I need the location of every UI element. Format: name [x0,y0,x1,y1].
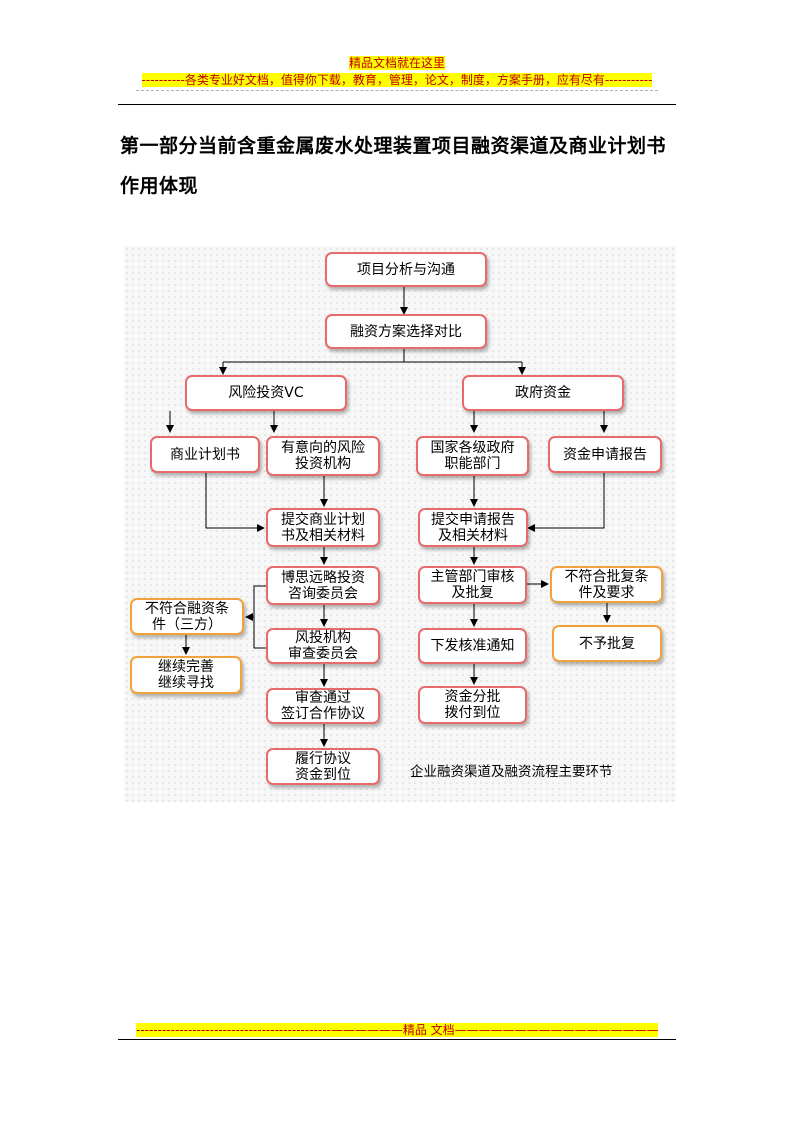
node-venture-capital: 风险投资VC [185,375,347,411]
node-interested-institutions: 有意向的风险 投资机构 [266,436,380,476]
node-funds-disbursed: 资金分批 拨付到位 [418,686,527,724]
flowchart-caption: 企业融资渠道及融资流程主要环节 [410,764,613,780]
header-rule [118,104,676,105]
node-vc-review-committee: 风投机构 审查委员会 [266,628,380,664]
node-submit-business-plan: 提交商业计划 书及相关材料 [266,508,380,547]
node-financing-compare: 融资方案选择对比 [325,314,487,349]
node-dept-review: 主管部门审核 及批复 [418,566,527,604]
node-submit-report: 提交申请报告 及相关材料 [418,508,528,547]
node-sign-agreement: 审查通过 签订合作协议 [266,688,380,724]
header-top: 精品文档就在这里 [348,56,445,70]
node-not-meet-approval: 不符合批复条 件及要求 [550,566,663,603]
node-fulfill-agreement: 履行协议 资金到位 [266,748,380,785]
page-title: 第一部分当前含重金属废水处理装置项目融资渠道及商业计划书作用体现 [120,135,667,197]
node-approval-notice: 下发核准通知 [418,628,527,664]
node-business-plan: 商业计划书 [150,436,260,473]
header-tagline: ----------各类专业好文档，值得你下载，教育，管理，论文，制度，方案手册… [141,73,653,87]
node-project-analysis: 项目分析与沟通 [325,252,487,287]
node-government-funds: 政府资金 [462,375,624,411]
node-continue-search: 继续完善 继续寻找 [130,656,242,694]
footer-rule [118,1039,676,1040]
node-bosi-committee: 博思远略投资 咨询委员会 [266,566,380,605]
node-not-qualified-three: 不符合融资条 件（三方） [130,598,244,635]
footer-tagline: ----------------------------------------… [136,1021,658,1038]
node-funding-report: 资金申请报告 [548,436,662,473]
node-not-approved: 不予批复 [552,625,662,662]
flowchart: 项目分析与沟通 融资方案选择对比 风险投资VC 政府资金 商业计划书 有意向的风… [124,246,676,802]
header-dashed-divider [136,90,658,91]
node-gov-departments: 国家各级政府 职能部门 [416,436,529,476]
flowchart-connectors [166,286,611,747]
